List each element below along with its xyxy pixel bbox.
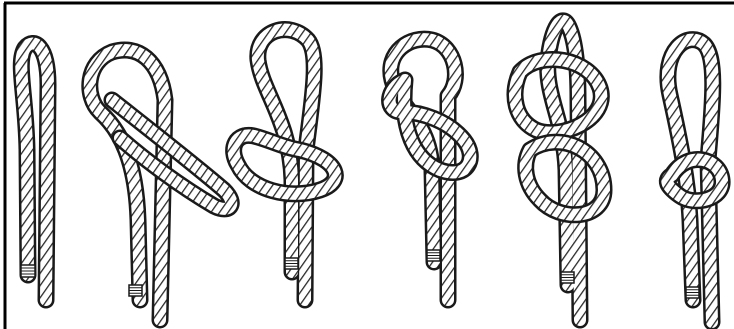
knot-steps-illustration: [0, 0, 734, 329]
